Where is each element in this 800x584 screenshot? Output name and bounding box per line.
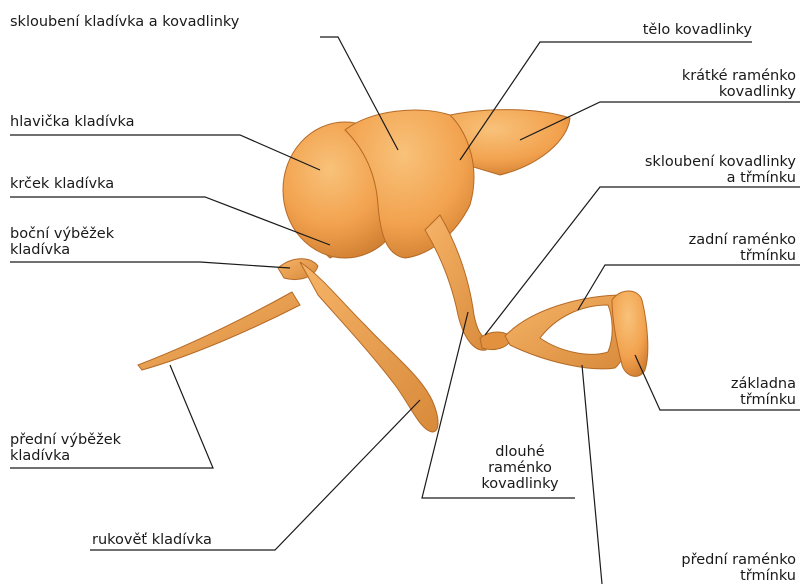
leader-stapes-anterior-crus <box>582 365 602 584</box>
stapes-crura <box>505 295 629 369</box>
malleus-anterior-process <box>138 292 300 370</box>
label-stapes-base: základna třmínku <box>731 376 796 408</box>
label-stapes-posterior-crus: zadní raménko třmínku <box>689 232 796 264</box>
label-incus-long-process: dlouhé raménko kovadlinky <box>470 444 570 492</box>
label-malleus-handle: rukověť kladívka <box>92 532 212 548</box>
label-malleus-incus-joint: skloubení kladívka a kovadlinky <box>10 14 239 30</box>
stapes <box>480 291 648 376</box>
malleus-handle <box>300 262 438 432</box>
label-malleus-neck: krček kladívka <box>10 176 114 192</box>
label-malleus-head: hlavička kladívka <box>10 114 134 130</box>
leader-malleus-head <box>10 135 320 170</box>
leader-malleus-lateral-process <box>10 262 290 268</box>
incus-long-process <box>425 215 492 350</box>
label-malleus-lateral-process: boční výběžek kladívka <box>10 226 114 258</box>
label-incus-stapes-joint: skloubení kovadlinky a třmínku <box>645 154 796 186</box>
label-stapes-anterior-crus: přední raménko třmínku <box>681 552 796 584</box>
label-incus-short-process: krátké raménko kovadlinky <box>682 68 796 100</box>
leader-malleus-handle <box>90 400 420 550</box>
label-malleus-anterior-process: přední výběžek kladívka <box>10 432 121 464</box>
label-incus-body: tělo kovadlinky <box>643 22 752 38</box>
